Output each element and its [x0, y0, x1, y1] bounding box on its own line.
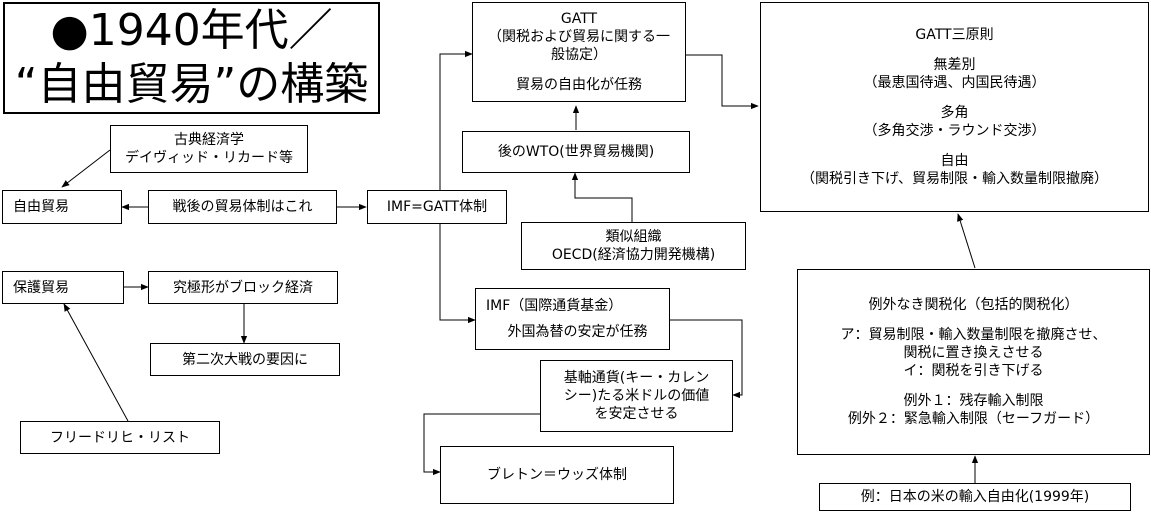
gatt-task: 貿易の自由化が任務	[516, 77, 642, 93]
oecd-line-2: OECD(経済協力開発機構)	[551, 247, 716, 263]
principle-3-name: 自由	[940, 153, 969, 169]
free-trade-label: 自由貿易	[13, 199, 69, 215]
bloc-label: 究極形がブロック経済	[173, 279, 313, 296]
title-line-1: ●1940年代／	[50, 5, 333, 56]
imf-gatt-box: IMF=GATT体制	[367, 190, 507, 224]
principle-3-desc: （関税引き下げ、貿易制限・輸入数量制限撤廃）	[800, 171, 1109, 187]
imf-gatt-label: IMF=GATT体制	[386, 199, 488, 215]
imf-box: IMF（国際通貨基金） 外国為替の安定が任務	[475, 288, 670, 350]
currency-line-2: シー)たる米ドルの価値	[563, 388, 710, 404]
ww2-box: 第二次大戦の要因に	[150, 343, 340, 376]
arrow-hub-to-imf	[439, 222, 476, 324]
arrow-classical-to-free	[61, 149, 111, 188]
japan-rice-label: 例：日本の米の輸入自由化(1999年)	[860, 489, 1090, 505]
arrow-oecd-to-wto	[571, 172, 633, 222]
main-title: ●1940年代／ “自由貿易”の構築	[3, 2, 380, 114]
currency-line-1: 基軸通貨(キー・カレン	[563, 370, 710, 386]
tariffication-a1: ア：貿易制限・輸入数量制限を撤廃させ、	[840, 327, 1107, 343]
title-line-2: “自由貿易”の構築	[14, 59, 369, 110]
principle-1-desc: （最恵国待遇、内国民待遇）	[863, 75, 1046, 91]
tariffication-heading: 例外なき関税化（包括的関税化）	[868, 297, 1079, 313]
currency-line-3: を安定させる	[594, 406, 679, 422]
principle-2-desc: （多角交渉・ラウンド交渉）	[863, 123, 1046, 139]
protection-box: 保護貿易	[2, 271, 124, 304]
classical-line-1: 古典経済学	[174, 132, 244, 148]
tariffication-ex2: 例外２：緊急輸入制限（セーフガード）	[847, 411, 1100, 427]
wto-box: 後のWTO(世界貿易機関)	[462, 131, 690, 173]
imf-name: IMF（国際通貨基金）	[486, 298, 623, 314]
list-box: フリードリヒ・リスト	[20, 421, 220, 454]
imf-task: 外国為替の安定が任務	[507, 324, 648, 340]
key-currency-box: 基軸通貨(キー・カレン シー)たる米ドルの価値 を安定させる	[540, 360, 733, 432]
arrow-gatt-to-principles	[686, 54, 759, 110]
protection-label: 保護貿易	[13, 279, 69, 296]
tariffication-a2: 関税に置き換えさせる	[903, 345, 1044, 361]
classical-line-2: デイヴィッド・リカード等	[125, 150, 293, 166]
arrow-hub-to-gatt	[439, 50, 473, 190]
oecd-box: 類似組織 OECD(経済協力開発機構)	[521, 222, 746, 270]
free-trade-box: 自由貿易	[2, 190, 122, 224]
wto-label: 後のWTO(世界貿易機関)	[497, 144, 655, 160]
bretton-label: ブレトン＝ウッズ体制	[487, 467, 627, 483]
gatt-full-1: （関税および貿易に関する一	[488, 29, 670, 45]
list-label: フリードリヒ・リスト	[50, 429, 190, 446]
arrow-list-to-protection	[63, 303, 129, 422]
gatt-name: GATT	[560, 11, 598, 27]
tariffication-ex1: 例外１：残存輸入制限	[903, 393, 1044, 409]
principle-2-name: 多角	[940, 105, 969, 121]
classical-economics-box: 古典経済学 デイヴィッド・リカード等	[110, 125, 308, 173]
gatt-full-2: 般協定）	[551, 47, 607, 63]
principles-heading: GATT三原則	[915, 27, 994, 43]
ww2-label: 第二次大戦の要因に	[182, 351, 308, 368]
arrow-imf-to-currency	[670, 319, 743, 399]
arrow-tariffication-to-principles	[957, 213, 976, 269]
postwar-box: 戦後の貿易体制はこれ	[148, 190, 337, 224]
postwar-label: 戦後の貿易体制はこれ	[172, 199, 313, 215]
bloc-economy-box: 究極形がブロック経済	[148, 271, 338, 304]
gatt-box: GATT （関税および貿易に関する一 般協定） 貿易の自由化が任務	[472, 2, 686, 102]
bretton-woods-box: ブレトン＝ウッズ体制	[440, 446, 674, 504]
arrow-currency-to-bretton	[423, 413, 540, 476]
tariffication-i: イ：関税を引き下げる	[903, 363, 1044, 379]
principle-1-name: 無差別	[933, 57, 976, 73]
oecd-line-1: 類似組織	[605, 229, 662, 245]
gatt-principles-box: GATT三原則 無差別 （最恵国待遇、内国民待遇） 多角 （多角交渉・ラウンド交…	[760, 2, 1149, 212]
japan-rice-box: 例：日本の米の輸入自由化(1999年)	[819, 483, 1131, 511]
tariffication-box: 例外なき関税化（包括的関税化） ア：貿易制限・輸入数量制限を撤廃させ、 関税に置…	[797, 269, 1150, 455]
